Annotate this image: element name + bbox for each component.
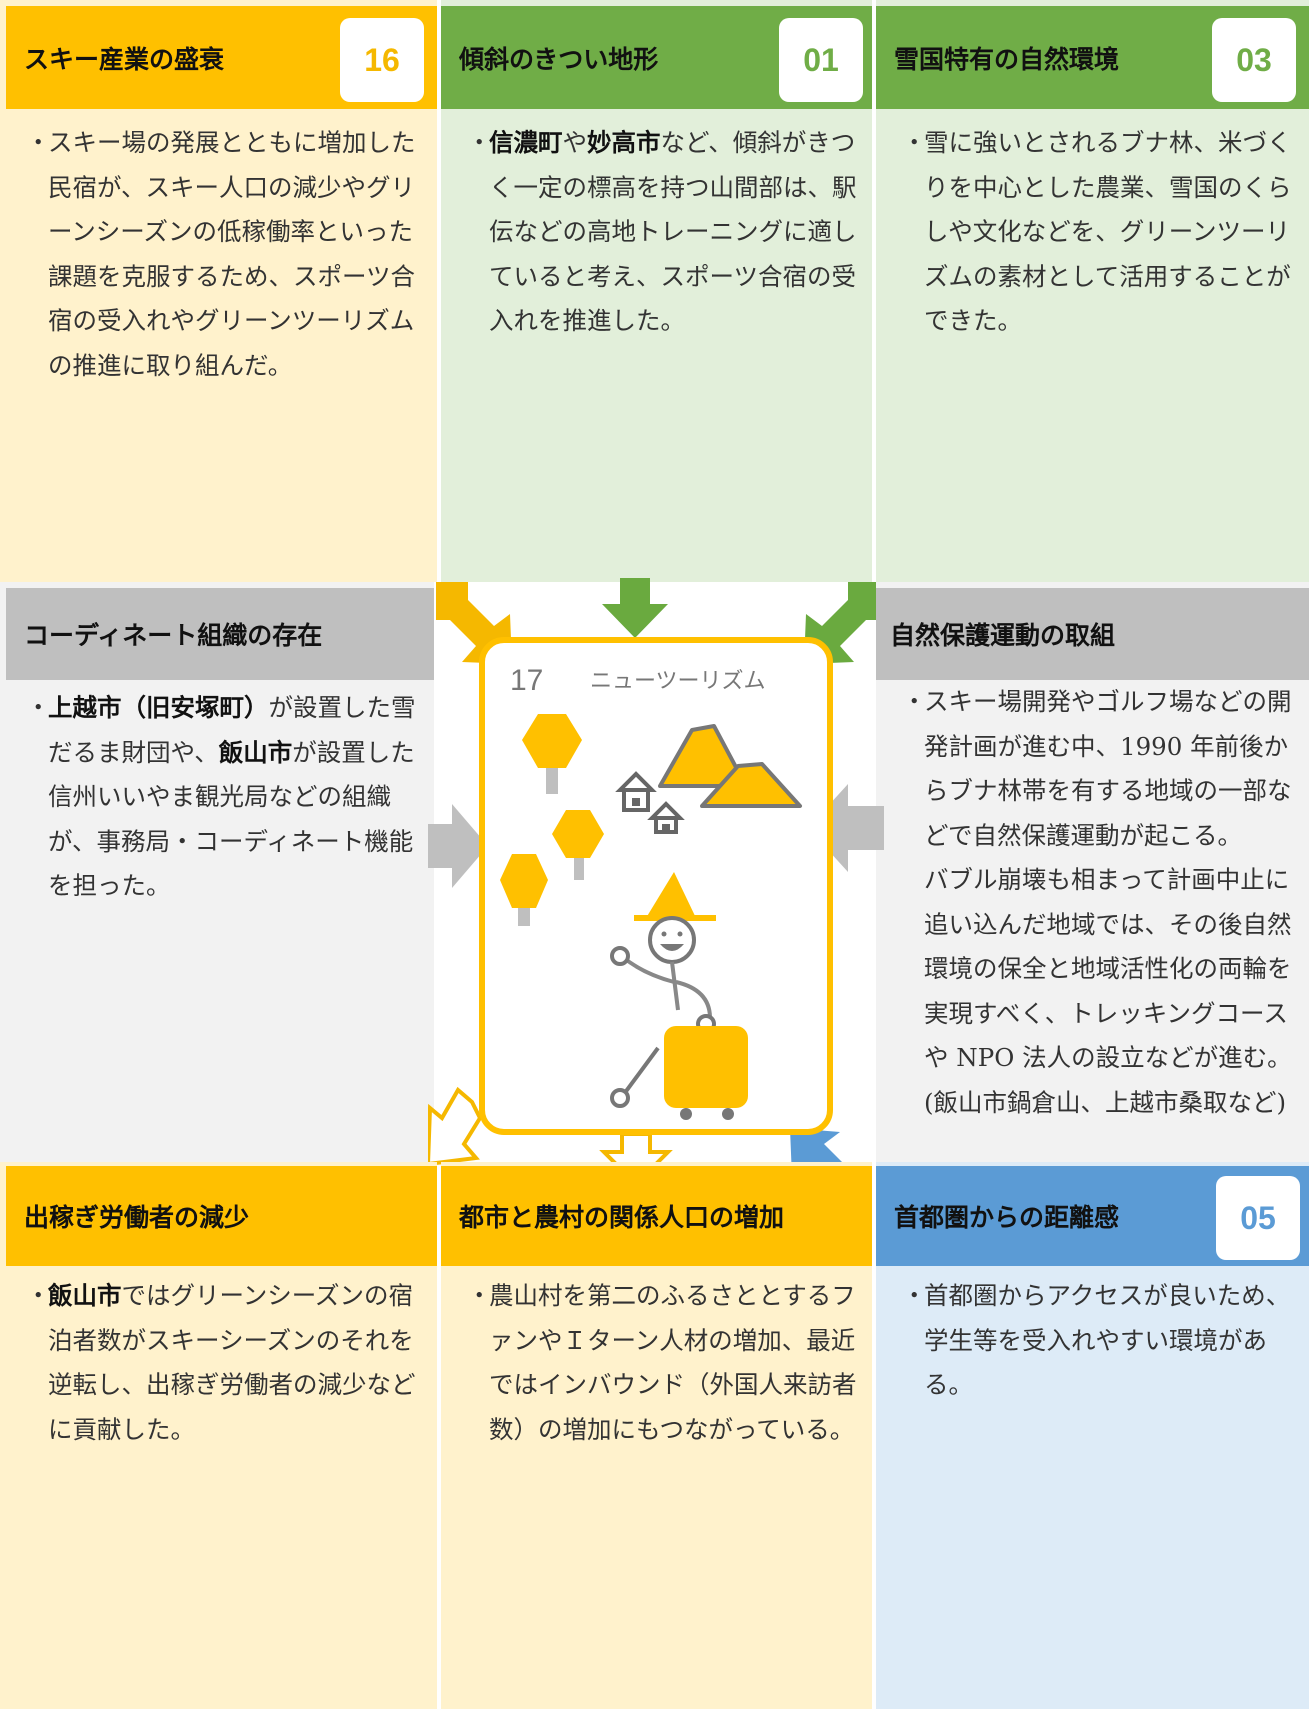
- snow-panel-title: 雪国特有の自然環境: [894, 44, 1120, 74]
- house-icon: [647, 801, 685, 834]
- distance-panel-badge: 05: [1216, 1176, 1300, 1260]
- ski-panel-title: スキー産業の盛衰: [24, 44, 225, 74]
- nature-panel: 自然保護運動の取組 ・スキー場開発やゴルフ場などの開発計画が進む中、1990 年…: [876, 582, 1309, 1162]
- place-name: 飯山市: [218, 737, 293, 767]
- paragraph-text: スキー場開発やゴルフ場などの開発計画が進む中、1990 年前後からブナ林帯を有す…: [924, 687, 1292, 850]
- center-illustration: 17 ニューツーリズム: [428, 578, 884, 1184]
- panel-paragraph: ・信濃町や妙高市など、傾斜がきつく一定の標高を持つ山間部は、駅伝などの高地トレー…: [467, 121, 858, 344]
- panel-paragraph: ・スキー場の発展とともに増加した民宿が、スキー人口の減少やグリーンシーズンの低稼…: [26, 121, 423, 388]
- place-name: 飯山市: [48, 1281, 122, 1310]
- relation-panel: 都市と農村の関係人口の増加 ・農山村を第二のふるさととするファンやＩターン人材の…: [441, 1162, 872, 1709]
- center-card-title: ニューツーリズム: [590, 669, 766, 694]
- coord-panel-header: コーディネート組織の存在: [6, 588, 434, 680]
- slope-panel-title: 傾斜のきつい地形: [459, 44, 659, 74]
- relation-panel-header: 都市と農村の関係人口の増加: [441, 1166, 872, 1266]
- paragraph-text: スキー場の発展とともに増加した民宿が、スキー人口の減少やグリーンシーズンの低稼働…: [48, 128, 416, 380]
- center-card-number: 17: [510, 664, 543, 697]
- bullet-icon: ・: [467, 128, 492, 157]
- distance-panel-body: ・首都圏からアクセスが良いため、学生等を受入れやすい環境がある。: [876, 1274, 1309, 1408]
- bullet-icon: ・: [26, 693, 51, 722]
- paragraph-text: が設置した雪だるま財団や、: [48, 693, 416, 767]
- panel-paragraph: ・農山村を第二のふるさととするファンやＩターン人材の増加、最近ではインバウンド（…: [467, 1274, 858, 1452]
- arrow-in-right-icon: [808, 784, 884, 872]
- panel-paragraph: ・スキー場開発やゴルフ場などの開発計画が進む中、1990 年前後からブナ林帯を有…: [902, 680, 1295, 858]
- tree-icon: [552, 810, 604, 880]
- paragraph-text: バブル崩壊も相まって計画中止に追い込んだ地域では、その後自然環境の保全と地域活性…: [924, 865, 1292, 1117]
- slope-panel-body: ・信濃町や妙高市など、傾斜がきつく一定の標高を持つ山間部は、駅伝などの高地トレー…: [441, 121, 872, 344]
- distance-panel-title: 首都圏からの距離感: [894, 1203, 1120, 1232]
- paragraph-text: など、傾斜がきつく一定の標高を持つ山間部は、駅伝などの高地トレーニングに適してい…: [489, 128, 857, 335]
- house-icon: [615, 771, 657, 812]
- workers-panel-body: ・飯山市ではグリーンシーズンの宿泊者数がスキーシーズンのそれを逆転し、出稼ぎ労働…: [0, 1274, 437, 1452]
- panel-paragraph: バブル崩壊も相まって計画中止に追い込んだ地域では、その後自然環境の保全と地域活性…: [902, 858, 1295, 1125]
- workers-panel-title: 出稼ぎ労働者の減少: [24, 1203, 250, 1232]
- workers-panel-header: 出稼ぎ労働者の減少: [6, 1166, 437, 1266]
- paragraph-text: ではグリーンシーズンの宿泊者数がスキーシーズンのそれを逆転し、出稼ぎ労働者の減少…: [48, 1281, 416, 1444]
- arrow-out-bottom-left-icon: [428, 1086, 483, 1167]
- nature-panel-title: 自然保護運動の取組: [890, 621, 1116, 650]
- tree-icon: [522, 714, 582, 794]
- bullet-icon: ・: [467, 1281, 492, 1310]
- paragraph-text: 農山村を第二のふるさととするファンやＩターン人材の増加、最近ではインバウンド（外…: [489, 1281, 857, 1444]
- snow-panel: 雪国特有の自然環境 03 ・雪に強いとされるブナ林、米づくりを中心とした農業、雪…: [876, 0, 1309, 582]
- paragraph-text: 首都圏からアクセスが良いため、学生等を受入れやすい環境がある。: [924, 1281, 1291, 1399]
- slope-panel-badge: 01: [779, 18, 863, 102]
- snow-panel-badge: 03: [1212, 18, 1296, 102]
- arrow-in-left-icon: [428, 804, 488, 888]
- coord-panel-body: ・上越市（旧安塚町）が設置した雪だるま財団や、飯山市が設置した信州いいやま観光局…: [0, 686, 434, 909]
- snow-panel-body: ・雪に強いとされるブナ林、米づくりを中心とした農業、雪国のくらしや文化などを、グ…: [876, 121, 1309, 344]
- coord-panel-title: コーディネート組織の存在: [24, 621, 323, 650]
- bullet-icon: ・: [902, 687, 927, 716]
- tree-icon: [500, 854, 548, 926]
- panel-paragraph: ・首都圏からアクセスが良いため、学生等を受入れやすい環境がある。: [902, 1274, 1295, 1408]
- panel-paragraph: ・飯山市ではグリーンシーズンの宿泊者数がスキーシーズンのそれを逆転し、出稼ぎ労働…: [26, 1274, 423, 1452]
- paragraph-text: が設置した信州いいやま観光局などの組織が、事務局・コーディネート機能を担った。: [48, 737, 415, 901]
- coord-panel: コーディネート組織の存在 ・上越市（旧安塚町）が設置した雪だるま財団や、飯山市が…: [0, 582, 434, 1162]
- workers-panel: 出稼ぎ労働者の減少 ・飯山市ではグリーンシーズンの宿泊者数がスキーシーズンのそれ…: [0, 1162, 437, 1709]
- panel-paragraph: ・上越市（旧安塚町）が設置した雪だるま財団や、飯山市が設置した信州いいやま観光局…: [26, 686, 420, 909]
- arrow-in-top-icon: [602, 578, 668, 638]
- nature-panel-body: ・スキー場開発やゴルフ場などの開発計画が進む中、1990 年前後からブナ林帯を有…: [876, 680, 1309, 1125]
- ski-panel: スキー産業の盛衰 16 ・スキー場の発展とともに増加した民宿が、スキー人口の減少…: [0, 0, 437, 582]
- bullet-icon: ・: [26, 128, 51, 157]
- bullet-icon: ・: [902, 1281, 927, 1310]
- bullet-icon: ・: [26, 1281, 51, 1310]
- place-name: 信濃町: [489, 128, 563, 157]
- mountain-icon: [658, 724, 802, 808]
- panel-paragraph: ・雪に強いとされるブナ林、米づくりを中心とした農業、雪国のくらしや文化などを、グ…: [902, 121, 1295, 344]
- center-card: [479, 637, 833, 1135]
- place-name: 上越市（旧安塚町）: [48, 693, 269, 722]
- relation-panel-body: ・農山村を第二のふるさととするファンやＩターン人材の増加、最近ではインバウンド（…: [441, 1274, 872, 1452]
- place-name: 妙高市: [587, 128, 661, 157]
- suitcase-icon: [664, 1026, 748, 1120]
- paragraph-text: や: [562, 128, 588, 157]
- relation-panel-title: 都市と農村の関係人口の増加: [459, 1203, 785, 1232]
- bullet-icon: ・: [902, 128, 927, 157]
- nature-panel-header: 自然保護運動の取組: [876, 588, 1309, 680]
- distance-panel: 首都圏からの距離感 05 ・首都圏からアクセスが良いため、学生等を受入れやすい環…: [876, 1162, 1309, 1709]
- ski-panel-badge: 16: [340, 18, 424, 102]
- ski-panel-body: ・スキー場の発展とともに増加した民宿が、スキー人口の減少やグリーンシーズンの低稼…: [0, 121, 437, 388]
- slope-panel: 傾斜のきつい地形 01 ・信濃町や妙高市など、傾斜がきつく一定の標高を持つ山間部…: [441, 0, 872, 582]
- paragraph-text: 雪に強いとされるブナ林、米づくりを中心とした農業、雪国のくらしや文化などを、グリ…: [924, 128, 1292, 335]
